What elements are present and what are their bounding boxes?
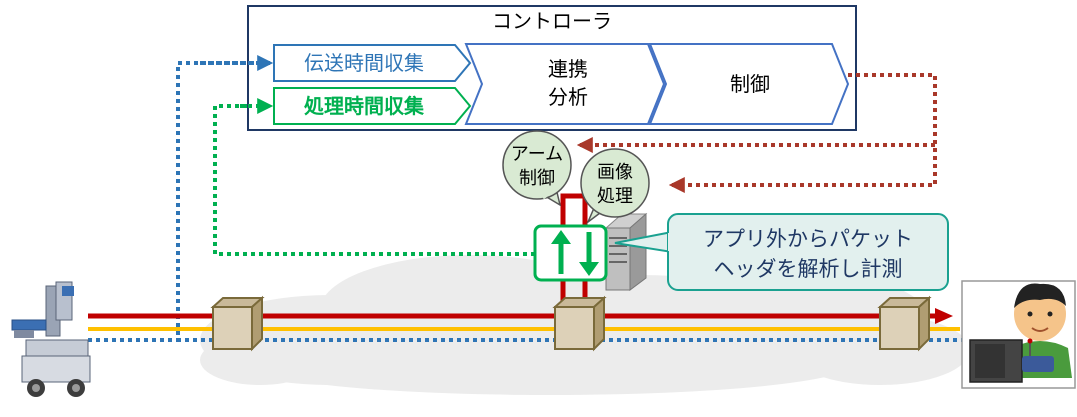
control-chevron (648, 43, 850, 125)
transmission-time-label: 伝送時間収集 (304, 51, 424, 75)
arm-control-bubble (502, 130, 572, 207)
processing-time-label: 処理時間収集 (304, 94, 425, 118)
robot-arm-icon (11, 281, 91, 397)
arm-control-line2: 制御 (519, 168, 555, 189)
callout-line1: アプリ外からパケット (703, 227, 913, 251)
controller-title: コントローラ (492, 9, 612, 33)
red-path-arrowhead (935, 308, 953, 324)
callout-line2: ヘッダを解析し計測 (714, 257, 903, 281)
image-processing-line1: 画像 (597, 162, 633, 183)
operator-icon (961, 280, 1076, 389)
arm-control-line1: アーム (511, 144, 563, 165)
control-feedback-line (668, 73, 937, 193)
image-processing-bubble (580, 148, 650, 225)
analysis-label-line1: 連携 (548, 57, 588, 81)
network-switch-icon (210, 295, 265, 352)
network-switch-icon (877, 295, 932, 352)
network-switch-icon (552, 295, 607, 352)
control-label: 制御 (730, 72, 770, 96)
image-processing-line2: 処理 (597, 186, 633, 207)
processing-time-tag (273, 87, 472, 125)
red-data-path (88, 193, 935, 319)
network-cloud (200, 255, 970, 395)
server-icon (604, 212, 648, 291)
analysis-chevron (464, 43, 666, 125)
transmission-time-tag (273, 44, 472, 82)
analysis-label-line2: 分析 (548, 85, 588, 109)
up-down-arrows-icon (533, 224, 608, 282)
processing-measure-line (213, 104, 535, 256)
measurement-callout (614, 213, 949, 291)
